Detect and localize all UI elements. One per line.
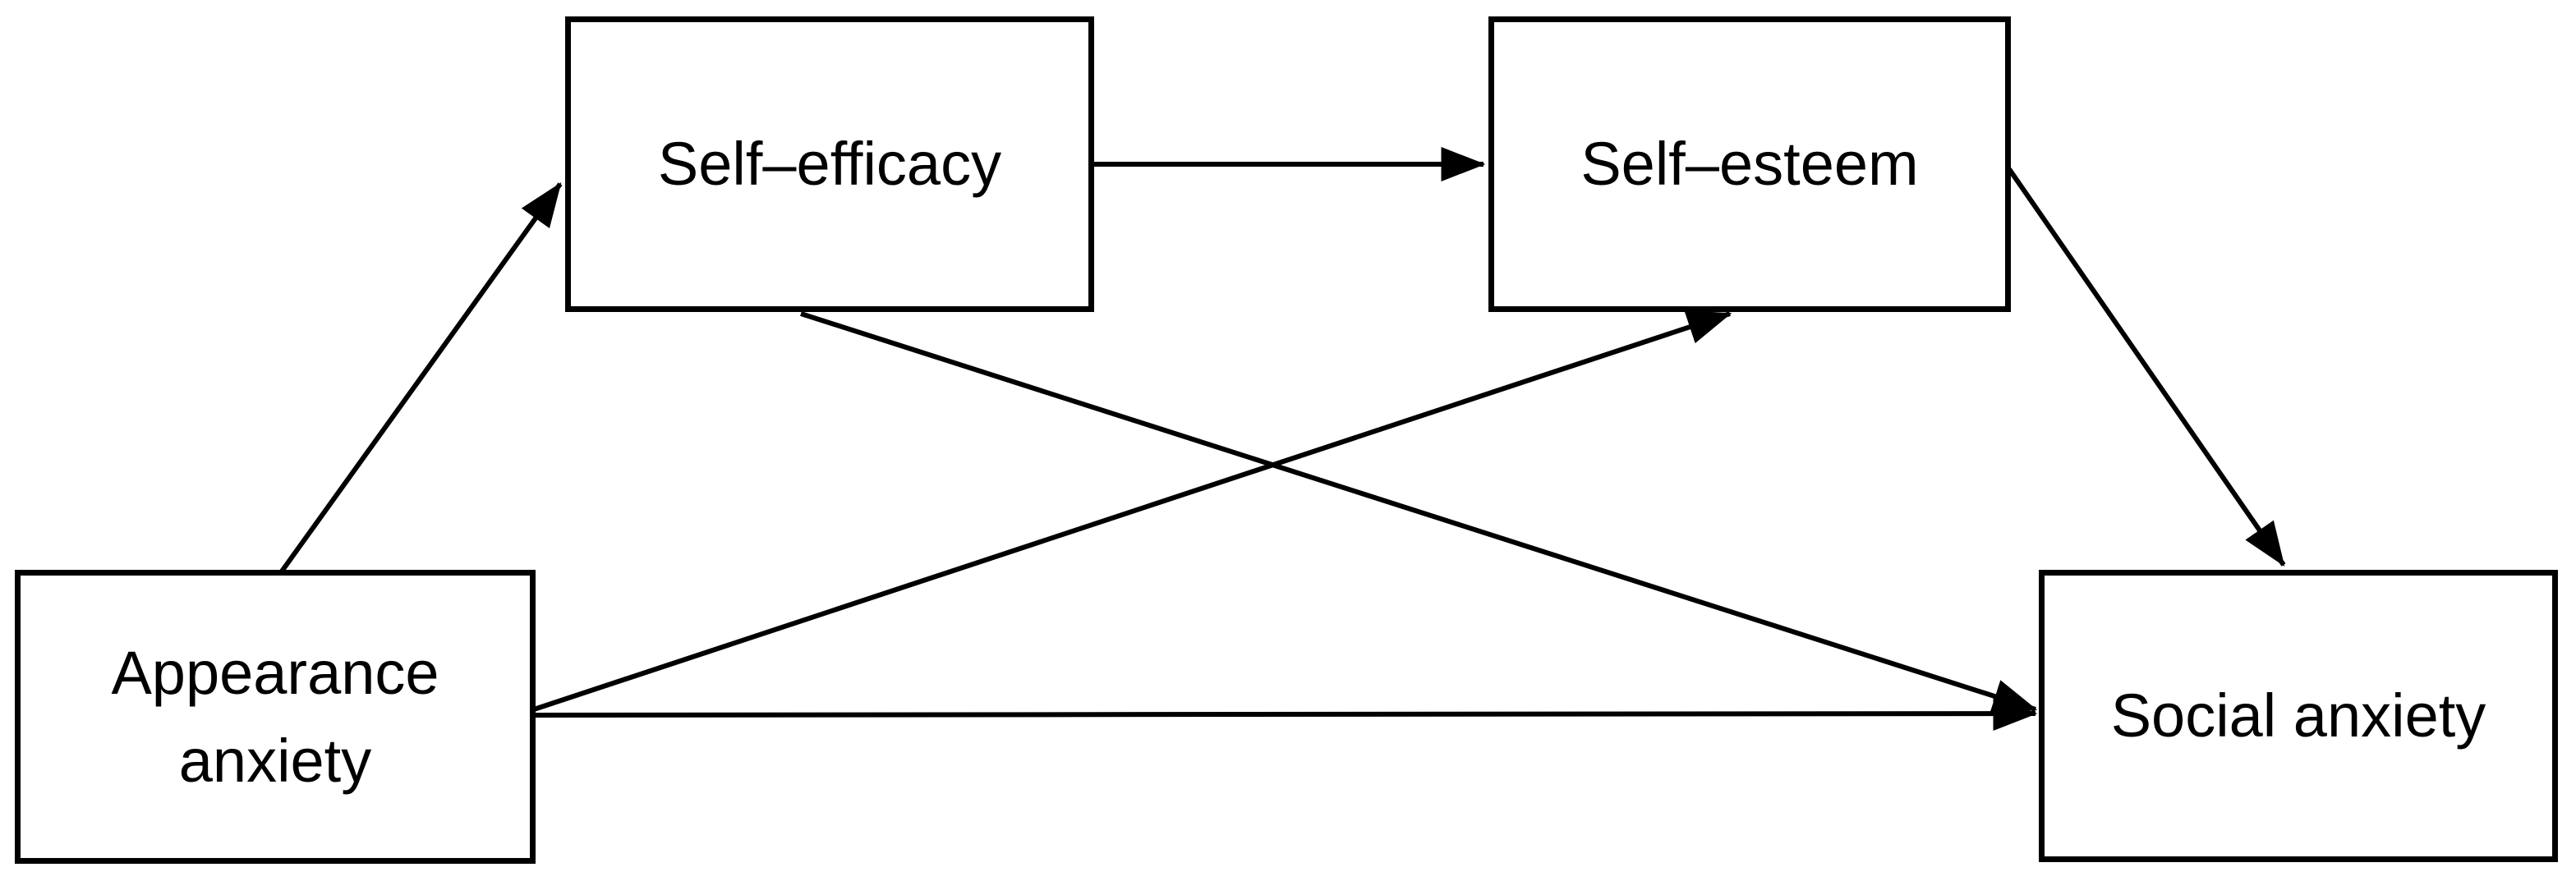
node-self-efficacy: Self–efficacy	[565, 16, 1094, 312]
arrow-self-esteem-to-social-anxiety	[2007, 167, 2286, 567]
node-self-esteem: Self–esteem	[1488, 16, 2011, 312]
arrow-self-efficacy-to-social-anxiety	[800, 311, 2038, 714]
node-self-efficacy-label: Self–efficacy	[657, 130, 1002, 199]
node-appearance-anxiety-label: Appearance anxiety	[111, 638, 439, 795]
arrow-appearance-anxiety-to-self-esteem	[533, 310, 1732, 712]
node-social-anxiety: Social anxiety	[2039, 570, 2558, 862]
node-appearance-anxiety: Appearance anxiety	[15, 570, 536, 864]
node-self-esteem-label: Self–esteem	[1580, 130, 1919, 199]
arrow-appearance-anxiety-to-self-efficacy	[277, 182, 563, 576]
node-social-anxiety-label: Social anxiety	[2110, 681, 2486, 750]
arrow-appearance-anxiety-to-social-anxiety	[533, 696, 2038, 732]
